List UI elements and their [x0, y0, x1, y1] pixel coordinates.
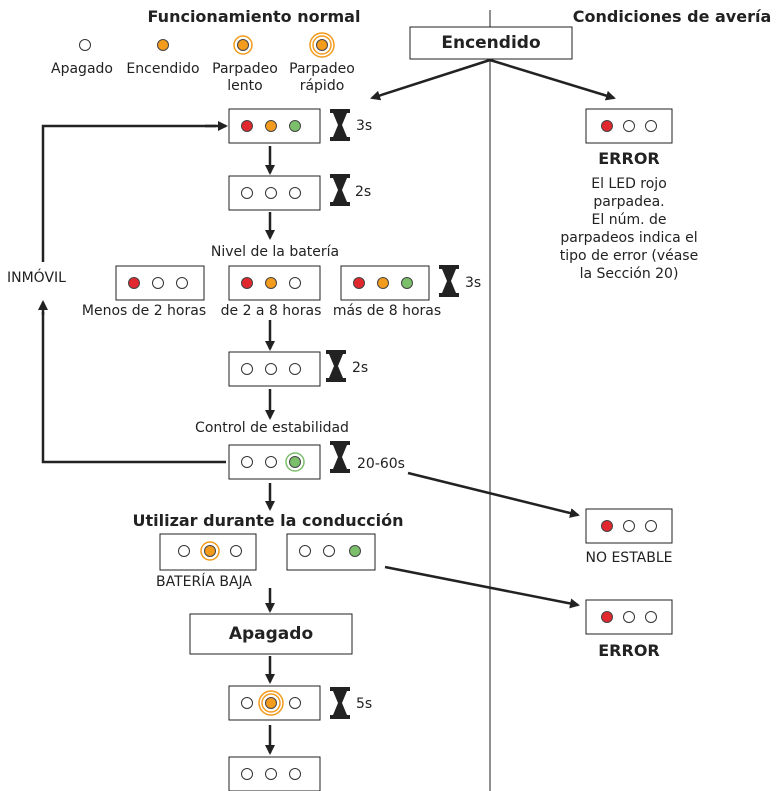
led-red	[601, 120, 613, 132]
legend-label-off: Apagado	[51, 61, 113, 77]
led-off	[645, 520, 657, 532]
not-stable-label: NO ESTABLE	[585, 550, 673, 566]
led-off	[230, 545, 242, 557]
led-green	[401, 277, 413, 289]
led-off	[241, 363, 253, 375]
led-off	[623, 120, 635, 132]
legend-label-fast-blink-1: Parpadeo	[289, 61, 355, 77]
led-red	[128, 277, 140, 289]
legend-led-on	[157, 39, 169, 51]
led-off	[152, 277, 164, 289]
arrow-to-not-stable	[407, 471, 580, 518]
led-off	[241, 456, 253, 468]
led-off	[265, 363, 277, 375]
legend-label-fast-blink-2: rápido	[299, 78, 345, 94]
led-off	[623, 520, 635, 532]
hourglass-icon	[326, 350, 346, 382]
led-green	[349, 545, 361, 557]
hourglass-icon	[330, 174, 350, 206]
timer-label: 3s	[356, 118, 373, 134]
low-battery-label: BATERÍA BAJA	[155, 574, 253, 590]
legend-led-slow-blink	[233, 35, 253, 55]
led-off	[289, 187, 301, 199]
power-on-label: Encendido	[441, 33, 541, 53]
led-off	[645, 120, 657, 132]
led-orange-slow-blink	[200, 541, 220, 561]
led-off	[265, 187, 277, 199]
led-red	[241, 120, 253, 132]
timer-label: 20-60s	[357, 456, 405, 472]
legend-label-slow-blink-1: Parpadeo	[212, 61, 278, 77]
battery-2-to-8h: de 2 a 8 horas	[220, 303, 322, 319]
led-off	[241, 697, 253, 709]
led-orange	[265, 277, 277, 289]
error-label-bottom: ERROR	[598, 641, 660, 660]
driving-label: Utilizar durante la conducción	[132, 511, 404, 530]
legend-label-slow-blink-2: lento	[227, 78, 263, 94]
led-off	[289, 277, 301, 289]
error-desc-line: tipo de error (véase	[559, 248, 699, 264]
error-desc-line: parpadeos indica el	[560, 230, 698, 246]
arrow-to-error-bottom	[384, 565, 580, 609]
led-orange	[265, 120, 277, 132]
battery-more-8h: más de 8 horas	[332, 303, 442, 319]
error-desc-line: El núm. de	[591, 212, 667, 228]
led-orange-fast-blink	[258, 690, 284, 716]
timer-label: 2s	[355, 184, 372, 200]
battery-less-2h: Menos de 2 horas	[81, 303, 207, 319]
led-orange	[377, 277, 389, 289]
error-desc-line: El LED rojo	[591, 176, 667, 192]
error-label-top: ERROR	[598, 149, 660, 168]
loop-path-lower	[41, 312, 226, 464]
legend-led-fast-blink	[309, 32, 335, 58]
hourglass-icon	[330, 109, 350, 141]
led-off	[289, 363, 301, 375]
led-off	[241, 768, 253, 780]
power-on-box	[409, 26, 573, 60]
timer-label: 5s	[356, 696, 373, 712]
led-green	[289, 120, 301, 132]
led-red	[601, 520, 613, 532]
led-red	[353, 277, 365, 289]
led-off	[623, 611, 635, 623]
arrow-to-error	[489, 58, 616, 101]
led-off	[299, 545, 311, 557]
power-off-label: Apagado	[228, 624, 314, 644]
hourglass-icon	[330, 441, 350, 473]
hourglass-icon	[439, 265, 459, 297]
stability-check-label: Control de estabilidad	[195, 420, 349, 436]
led-off	[265, 768, 277, 780]
timer-label: 3s	[465, 275, 482, 291]
led-off	[289, 697, 301, 709]
header-normal-operation: Funcionamiento normal	[147, 7, 361, 26]
led-red	[241, 277, 253, 289]
legend-label-on: Encendido	[126, 61, 200, 77]
led-green-slow-blink	[285, 452, 305, 472]
header-fault-conditions: Condiciones de avería	[572, 7, 772, 26]
led-off	[265, 456, 277, 468]
battery-level-title: Nivel de la batería	[210, 244, 340, 260]
error-desc-line: la Sección 20)	[579, 266, 679, 282]
led-off	[645, 611, 657, 623]
timer-label: 2s	[352, 360, 369, 376]
led-off	[289, 768, 301, 780]
immobile-label: INMÓVIL	[7, 270, 66, 286]
led-off	[176, 277, 188, 289]
legend-led-off	[79, 39, 91, 51]
led-off	[178, 545, 190, 557]
led-off	[241, 187, 253, 199]
led-red	[601, 611, 613, 623]
hourglass-icon	[330, 687, 350, 719]
led-off	[323, 545, 335, 557]
power-off-box	[189, 613, 353, 655]
loop-path-upper	[41, 124, 216, 262]
error-desc-line: parpadea.	[593, 194, 665, 210]
arrow-to-sequence	[370, 58, 491, 101]
